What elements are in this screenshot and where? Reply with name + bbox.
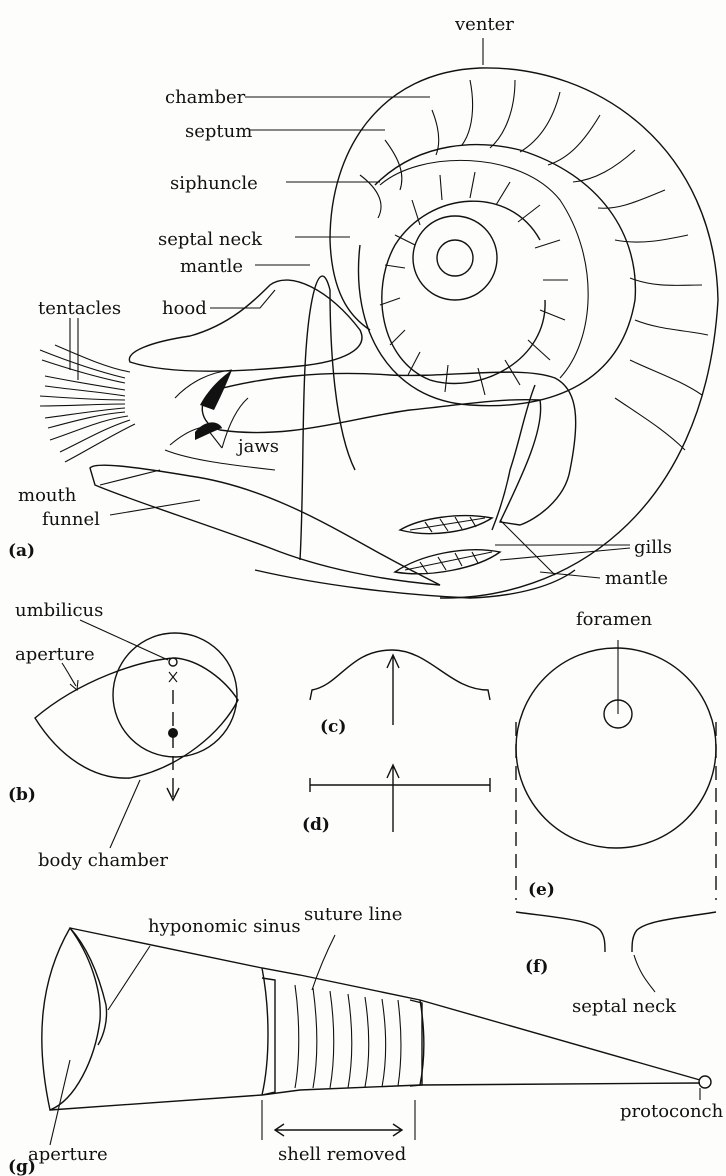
label-mouth: mouth (18, 485, 77, 506)
label-siphuncle: siphuncle (170, 173, 258, 194)
suture-straight-d (310, 778, 490, 792)
label-mantle-bottom: mantle (605, 568, 668, 589)
suture-wavy-c (310, 650, 490, 700)
siphuncle-tube (380, 160, 588, 378)
label-tentacles: tentacles (38, 298, 121, 319)
tentacles (40, 345, 135, 462)
septum-profile-f (516, 912, 716, 952)
panel-f: septal neck (f) (516, 722, 716, 1017)
shell-third-whorl (382, 201, 545, 383)
label-venter: venter (454, 14, 514, 35)
label-aperture-g: aperture (28, 1144, 108, 1165)
label-septum: septum (185, 121, 252, 142)
panel-label-d: (d) (302, 815, 330, 835)
septa-inner (380, 172, 568, 395)
hood (129, 280, 362, 371)
shell-core-whorl (413, 216, 497, 300)
label-protoconch: protoconch (620, 1101, 724, 1122)
label-foramen: foramen (576, 609, 653, 630)
label-septal-neck-f: septal neck (572, 996, 677, 1017)
panel-label-g: (g) (8, 1157, 36, 1176)
panel-e: foramen (e) (516, 609, 716, 900)
label-suture-line: suture line (304, 904, 402, 925)
label-septal-neck: septal neck (158, 229, 263, 250)
section-break-left (262, 968, 268, 1095)
label-hyponomic-sinus: hyponomic sinus (148, 916, 301, 937)
label-shell-removed: shell removed (278, 1144, 406, 1165)
label-gills: gills (634, 537, 672, 558)
body-chamber-b (35, 658, 238, 778)
panel-label-e: (e) (528, 880, 555, 900)
umbilicus-marker (169, 658, 177, 666)
label-mantle-top: mantle (180, 256, 243, 277)
panel-g: hyponomic sinus suture line aperture she… (8, 904, 724, 1176)
label-funnel: funnel (42, 509, 100, 530)
panel-label-c: (c) (320, 717, 346, 737)
septa-outer (360, 80, 708, 450)
panel-label-b: (b) (8, 785, 36, 805)
panel-c: (c) (310, 650, 490, 737)
label-chamber: chamber (165, 87, 246, 108)
leaders-a (70, 38, 630, 578)
label-umbilicus: umbilicus (15, 600, 103, 621)
suture-lines (295, 985, 401, 1088)
septum-face-e (516, 648, 716, 848)
panel-d: (d) (302, 765, 490, 835)
panel-label-a: (a) (8, 541, 35, 561)
label-jaws: jaws (236, 436, 279, 457)
label-aperture-b: aperture (15, 644, 95, 665)
shell-umbilical-center (437, 240, 473, 276)
jaw-upper (200, 370, 232, 410)
panel-b: umbilicus aperture body chamber (b) (8, 600, 238, 871)
shell-cone-lower (50, 1083, 700, 1110)
shell-coil-b (113, 633, 237, 757)
panel-label-f: (f) (525, 957, 548, 977)
gills (395, 516, 500, 574)
label-body-chamber: body chamber (38, 850, 168, 871)
panel-a: venter chamber septum siphuncle septal n… (8, 14, 718, 598)
label-hood: hood (162, 298, 207, 319)
shell-inner-whorl (358, 145, 635, 406)
mantle-lobe-upper (300, 276, 355, 560)
funnel (90, 465, 440, 585)
aperture-outline (42, 928, 100, 1110)
hyponomic-sinus (70, 928, 107, 1045)
protoconch-bulb (699, 1076, 711, 1088)
